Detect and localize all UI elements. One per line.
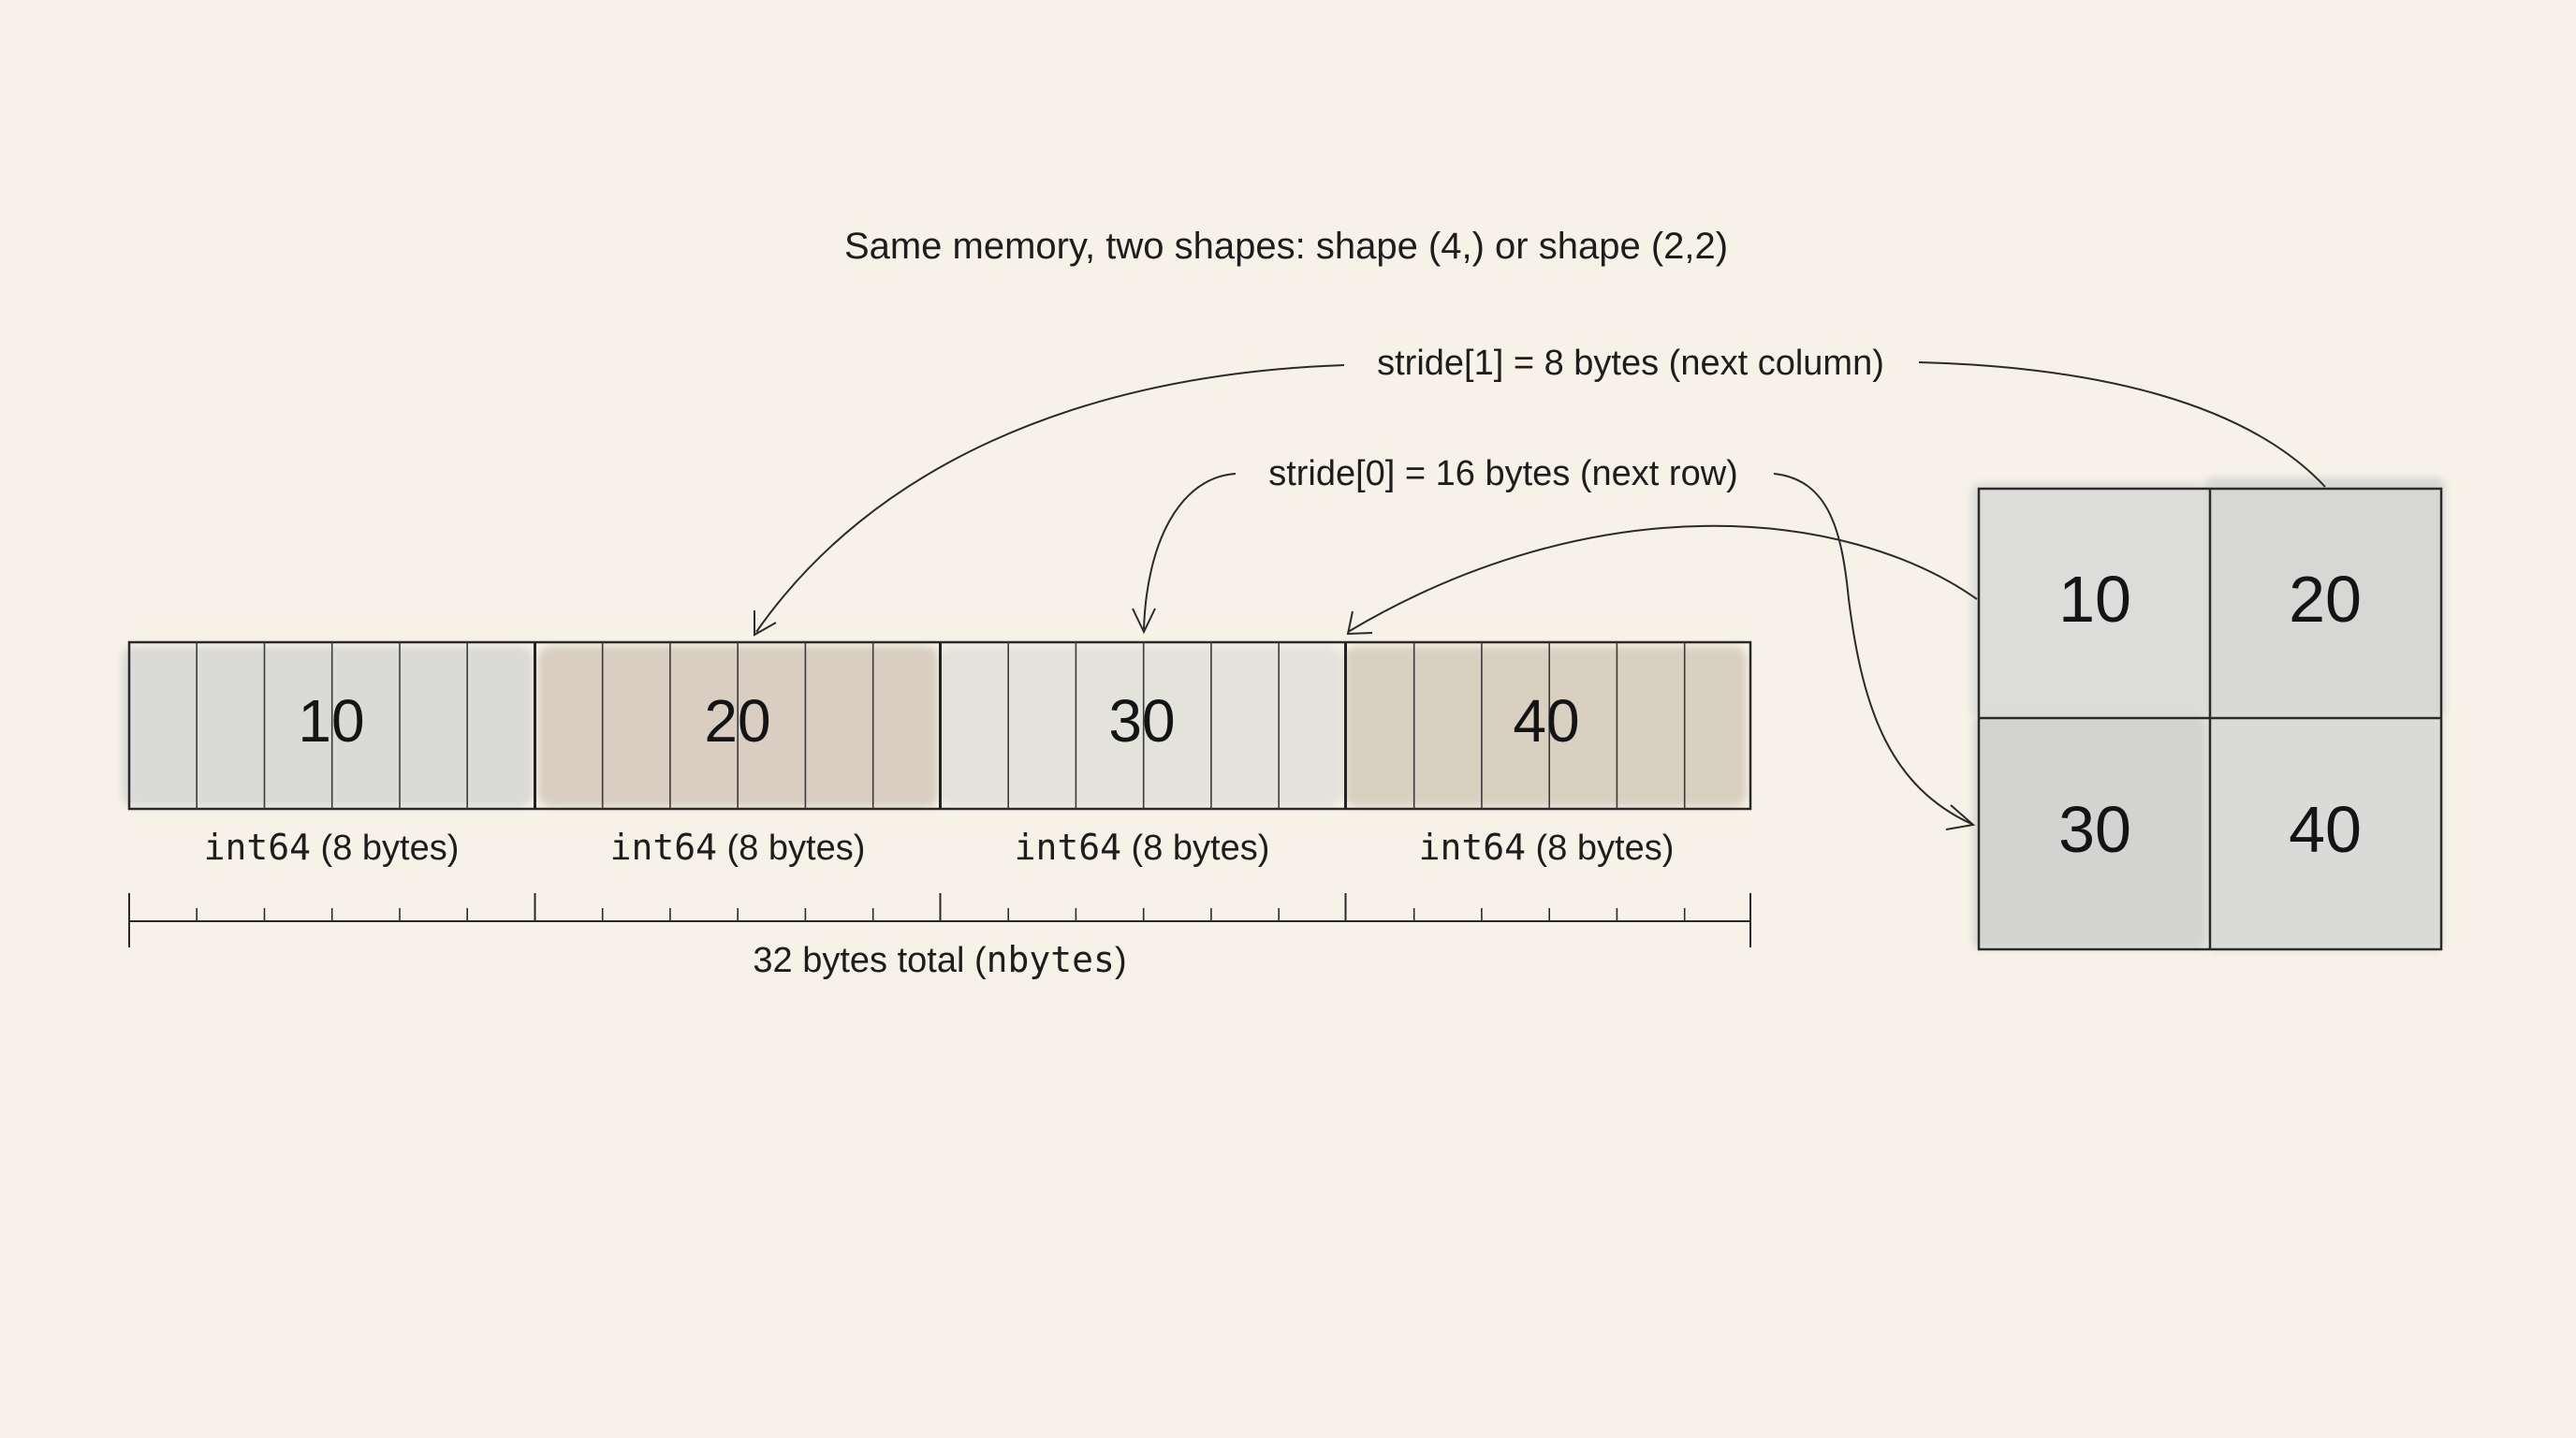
matrix-to-buffer-arrowhead [1346,610,1373,636]
matrix-cell-11: 40 [2289,793,2362,866]
stride-arrows [754,361,2326,830]
stride1-arrow [755,364,1345,633]
stride1-arrow-right-segment [1918,361,2326,488]
byte-dividers [196,642,1686,809]
matrix-cell-10-wash [1973,715,2207,949]
stride1-arrowhead [754,610,777,637]
element-1-value: 20 [704,687,770,755]
matrix-2x2: 10 20 30 40 [1971,477,2445,951]
element-3-dtype: int64 (8 bytes) [1419,827,1675,868]
stride0-arrowhead [1132,608,1156,635]
matrix-cell-01: 20 [2289,563,2362,636]
stride0-arrowhead-matrix [1945,804,1976,830]
diagram-title: Same memory, two shapes: shape (4,) or s… [844,226,1728,267]
element-0-wash [122,646,534,807]
stride1-label: stride[1] = 8 bytes (next column) [1377,344,1884,383]
element-2-wash [939,646,1341,807]
matrix-cell-10: 30 [2058,793,2131,866]
stride0-arrow-down [1773,473,1972,825]
matrix-to-buffer-arrow [1347,524,1978,633]
element-0-value: 10 [298,687,364,755]
matrix-cell-01-wash [2203,477,2445,719]
element-3-value: 40 [1513,687,1579,755]
element-1-dtype: int64 (8 bytes) [610,827,866,868]
memory-buffer: 10 20 30 40 int64 (8 bytes) int64 (8 byt… [122,640,1752,868]
matrix-cell-00-wash [1971,483,2205,719]
matrix-cell-11-wash [2205,715,2443,951]
element-2-value: 30 [1108,687,1175,755]
element-boundaries [534,642,1347,809]
stride0-label: stride[0] = 16 bytes (next row) [1268,454,1738,493]
element-0-dtype: int64 (8 bytes) [204,827,460,868]
byte-ruler [128,893,1751,947]
matrix-cell-00: 10 [2058,563,2131,636]
element-3-wash [1344,646,1747,807]
element-2-dtype: int64 (8 bytes) [1015,827,1270,868]
total-bytes-label: 32 bytes total (nbytes) [753,939,1126,980]
stride0-arrow [1143,473,1237,630]
